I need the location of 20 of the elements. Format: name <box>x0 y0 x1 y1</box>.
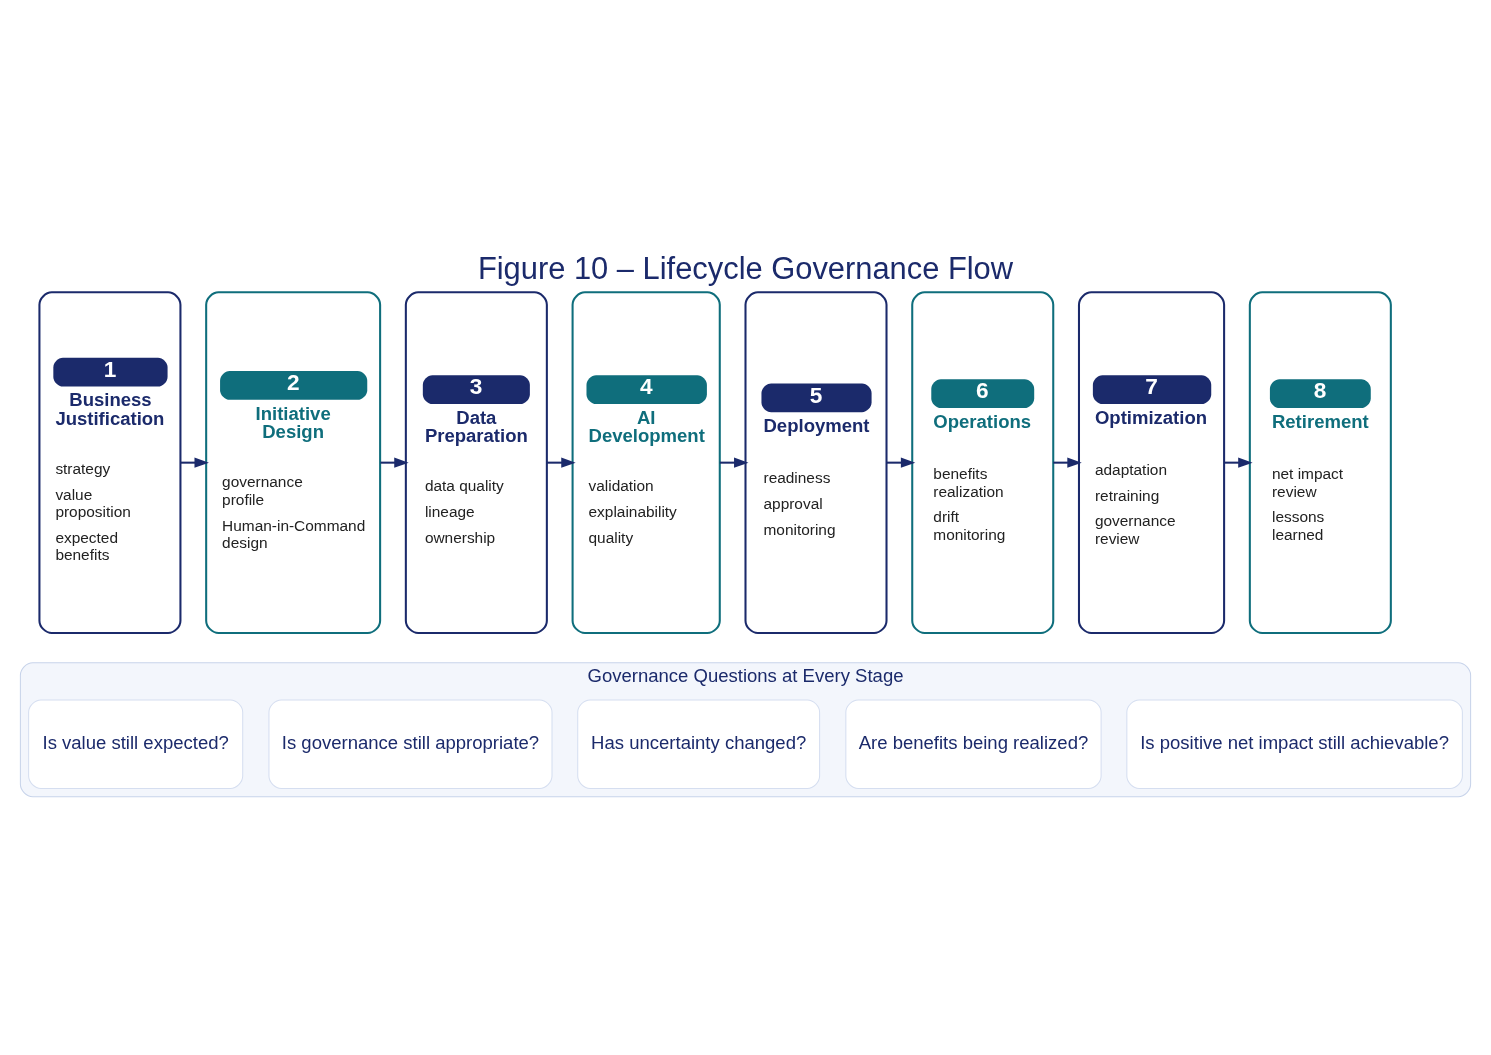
node-box: Is positive net impact still achievable? <box>1126 699 1463 789</box>
node-box: Is value still expected? <box>28 699 244 789</box>
arrow <box>547 457 576 468</box>
node-box: 6 Operations benefits realization drift monitoring <box>911 291 1055 635</box>
arrow <box>380 457 409 468</box>
node-box: 7 Optimization adaptation retraining governance review <box>1077 291 1226 635</box>
node-box: 3 Data Preparation data quality lineage ownership <box>404 291 548 635</box>
node-box: Are benefits being realized? <box>845 699 1102 789</box>
node-box: 5 Deployment readiness approval monitoring <box>744 291 888 635</box>
node-box: 2 Initiative Design governance profile Human-in-Command design <box>205 291 382 635</box>
node-box: 1 Business Justification strategy value proposition expected benefits <box>38 291 182 635</box>
arrow <box>719 457 749 468</box>
arrow <box>1224 457 1253 468</box>
arrow <box>1053 457 1082 468</box>
node-box: Has uncertainty changed? <box>577 699 821 789</box>
node-box: 4 AI Development validation explainability quality <box>571 291 721 635</box>
diagram-title: Figure 10 – Lifecycle Governance Flow <box>477 250 1014 286</box>
node-box: Is governance still appropriate? <box>268 699 553 789</box>
arrow <box>886 457 916 468</box>
node-box: 8 Retirement net impact review lessons learned <box>1248 291 1392 635</box>
